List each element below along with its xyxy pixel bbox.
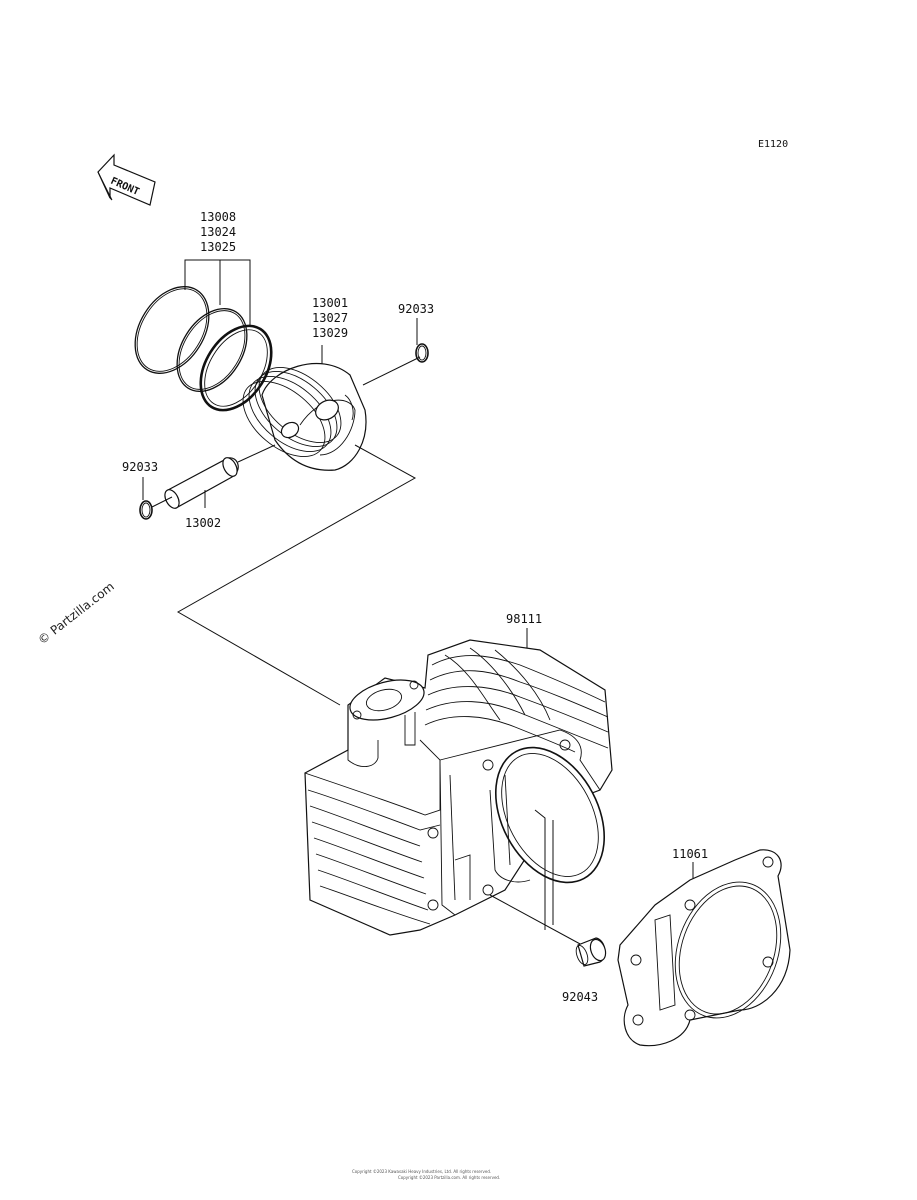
footer-copyright-line2: Copyright ©2023 Partzilla.com. All right… xyxy=(398,1175,500,1180)
label-13002: 13002 xyxy=(185,516,221,530)
circlip-left xyxy=(139,500,153,520)
dowel-pin xyxy=(575,937,607,967)
cylinder-head-gasket xyxy=(617,849,791,1047)
label-13001: 13001 xyxy=(312,296,348,310)
watermark: © Partzilla.com xyxy=(35,579,117,647)
label-11061: 11061 xyxy=(672,847,708,861)
circlip-right xyxy=(415,343,429,363)
front-arrow-icon: FRONT xyxy=(97,153,156,206)
label-92043: 92043 xyxy=(562,990,598,1004)
label-92033-right: 92033 xyxy=(398,302,434,316)
label-13029: 13029 xyxy=(312,326,348,340)
label-13025: 13025 xyxy=(200,240,236,254)
label-13008: 13008 xyxy=(200,210,236,224)
diagram-code: E1120 xyxy=(758,139,788,150)
label-13024: 13024 xyxy=(200,225,236,239)
cylinder-block xyxy=(304,639,613,936)
piston-pin xyxy=(164,457,239,509)
piston xyxy=(242,363,367,471)
label-rings: 13008 13024 13025 xyxy=(200,210,236,254)
label-13027: 13027 xyxy=(312,311,348,325)
label-piston: 13001 13027 13029 xyxy=(312,296,348,340)
label-98111: 98111 xyxy=(506,612,542,626)
footer-copyright-line1: Copyright ©2023 Kawasaki Heavy Industrie… xyxy=(352,1169,491,1174)
piston-ring-set xyxy=(134,286,273,412)
label-92033-left: 92033 xyxy=(122,460,158,474)
